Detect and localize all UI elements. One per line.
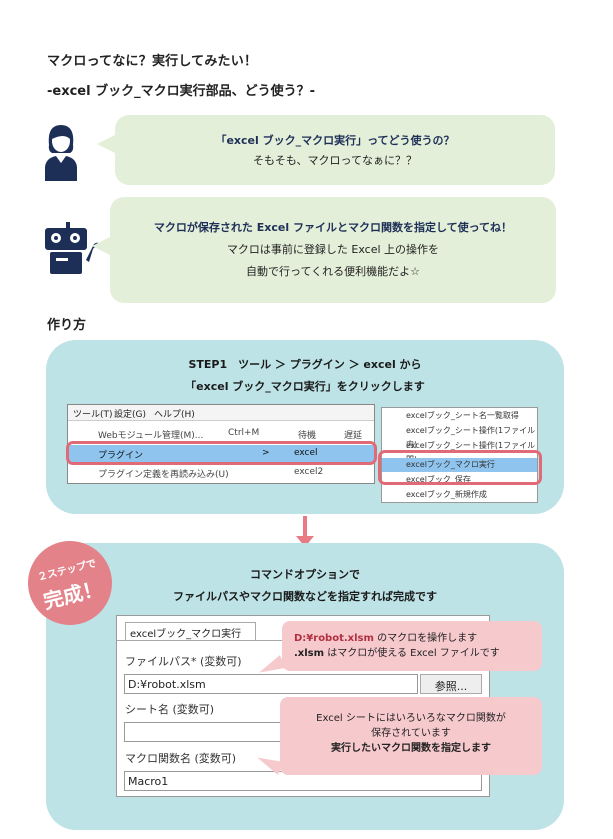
- howto-heading: 作り方: [47, 318, 87, 333]
- menu-item-plugin[interactable]: プラグイン > excel: [68, 445, 374, 462]
- robot-answer-3: 自動で行ってくれる便利機能だよ☆: [246, 265, 420, 278]
- user-question-2: そもそも、マクロってなぁに？？: [253, 154, 417, 167]
- macro-name-note: Excel シートにはいろいろなマクロ関数が 保存されています 実行したいマクロ…: [280, 697, 542, 775]
- step2-instruction-1: コマンドオプションで: [250, 568, 360, 581]
- sheet-name-label: シート名 (変数可): [125, 703, 215, 716]
- highlight-macro-run: [378, 450, 542, 485]
- file-path-note: D:¥robot.xlsm のマクロを操作します .xlsm はマクロが使える …: [282, 621, 542, 671]
- user-question: 「excel ブック_マクロ実行」ってどう使うの？: [215, 134, 455, 147]
- browse-button[interactable]: 参照...: [420, 674, 482, 694]
- menu-item-web-modules[interactable]: Webモジュール管理(M)... Ctrl+M 待機 遅延: [98, 428, 363, 441]
- note2-line1: Excel シートにはいろいろなマクロ関数が: [316, 713, 506, 724]
- highlight-plugin: [66, 441, 377, 465]
- menu-bar: ツール(T) 設定(G) ヘルプ(H): [68, 405, 374, 421]
- bubble-tail: [97, 134, 117, 154]
- step1-instruction-1: STEP1 ツール ＞ プラグイン ＞ excel から: [188, 358, 422, 371]
- menu-help[interactable]: ヘルプ(H): [154, 410, 195, 420]
- note2-line3: 実行したいマクロ関数を指定します: [331, 743, 491, 754]
- note2-line2: 保存されています: [371, 728, 451, 739]
- file-path-input[interactable]: D:¥robot.xlsm: [124, 674, 418, 694]
- submenu-item[interactable]: excelブック_シート操作(1ファイル内): [406, 426, 536, 449]
- robot-answer-2: マクロは事前に登録した Excel 上の操作を: [226, 243, 440, 256]
- user-speech-bubble: 「excel ブック_マクロ実行」ってどう使うの？ そもそも、マクロってなぁに？…: [115, 115, 555, 185]
- macro-name-label: マクロ関数名 (変数可): [125, 752, 237, 765]
- down-arrow-shaft: [303, 516, 307, 538]
- robot-avatar-icon: [45, 222, 99, 274]
- menu-settings[interactable]: 設定(G): [114, 410, 146, 420]
- submenu-item[interactable]: excelブック_新規作成: [406, 490, 487, 499]
- step2-instruction-2: ファイルパスやマクロ関数などを指定すれば完成です: [173, 590, 437, 603]
- bubble-tail: [92, 236, 112, 256]
- robot-speech-bubble: マクロが保存された Excel ファイルとマクロ関数を指定して使ってね！ マクロ…: [110, 197, 556, 303]
- tab-macro-run[interactable]: excelブック_マクロ実行: [125, 622, 256, 640]
- step1-instruction-2: 「excel ブック_マクロ実行」をクリックします: [185, 380, 425, 393]
- submenu-item[interactable]: excelブック_保存: [406, 475, 471, 484]
- submenu-item[interactable]: excelブック_シート名一覧取得: [406, 411, 519, 420]
- robot-answer-1: マクロが保存された Excel ファイルとマクロ関数を指定して使ってね！: [153, 221, 513, 234]
- menu-tools[interactable]: ツール(T): [73, 410, 113, 420]
- page-subtitle: -excel ブック_マクロ実行部品、どう使う？-: [47, 84, 315, 99]
- down-arrow-icon: [296, 536, 314, 547]
- excel-submenu: excelブック_シート名一覧取得 excelブック_シート操作(1ファイル内)…: [381, 407, 538, 503]
- user-avatar-icon: [45, 125, 77, 181]
- page-title: マクロってなに？実行してみたい！: [47, 54, 258, 69]
- note1-line1: D:¥robot.xlsm のマクロを操作します: [294, 633, 478, 644]
- file-path-label: ファイルパス* (変数可): [125, 655, 242, 668]
- menu-item-reload-plugin[interactable]: プラグイン定義を再読み込み(U) excel2: [98, 467, 324, 480]
- submenu-item-macro-run[interactable]: excelブック_マクロ実行: [382, 458, 537, 472]
- note1-line2: .xlsm はマクロが使える Excel ファイルです: [294, 648, 500, 659]
- tool-menu-window: ツール(T) 設定(G) ヘルプ(H) Webモジュール管理(M)... Ctr…: [67, 404, 375, 484]
